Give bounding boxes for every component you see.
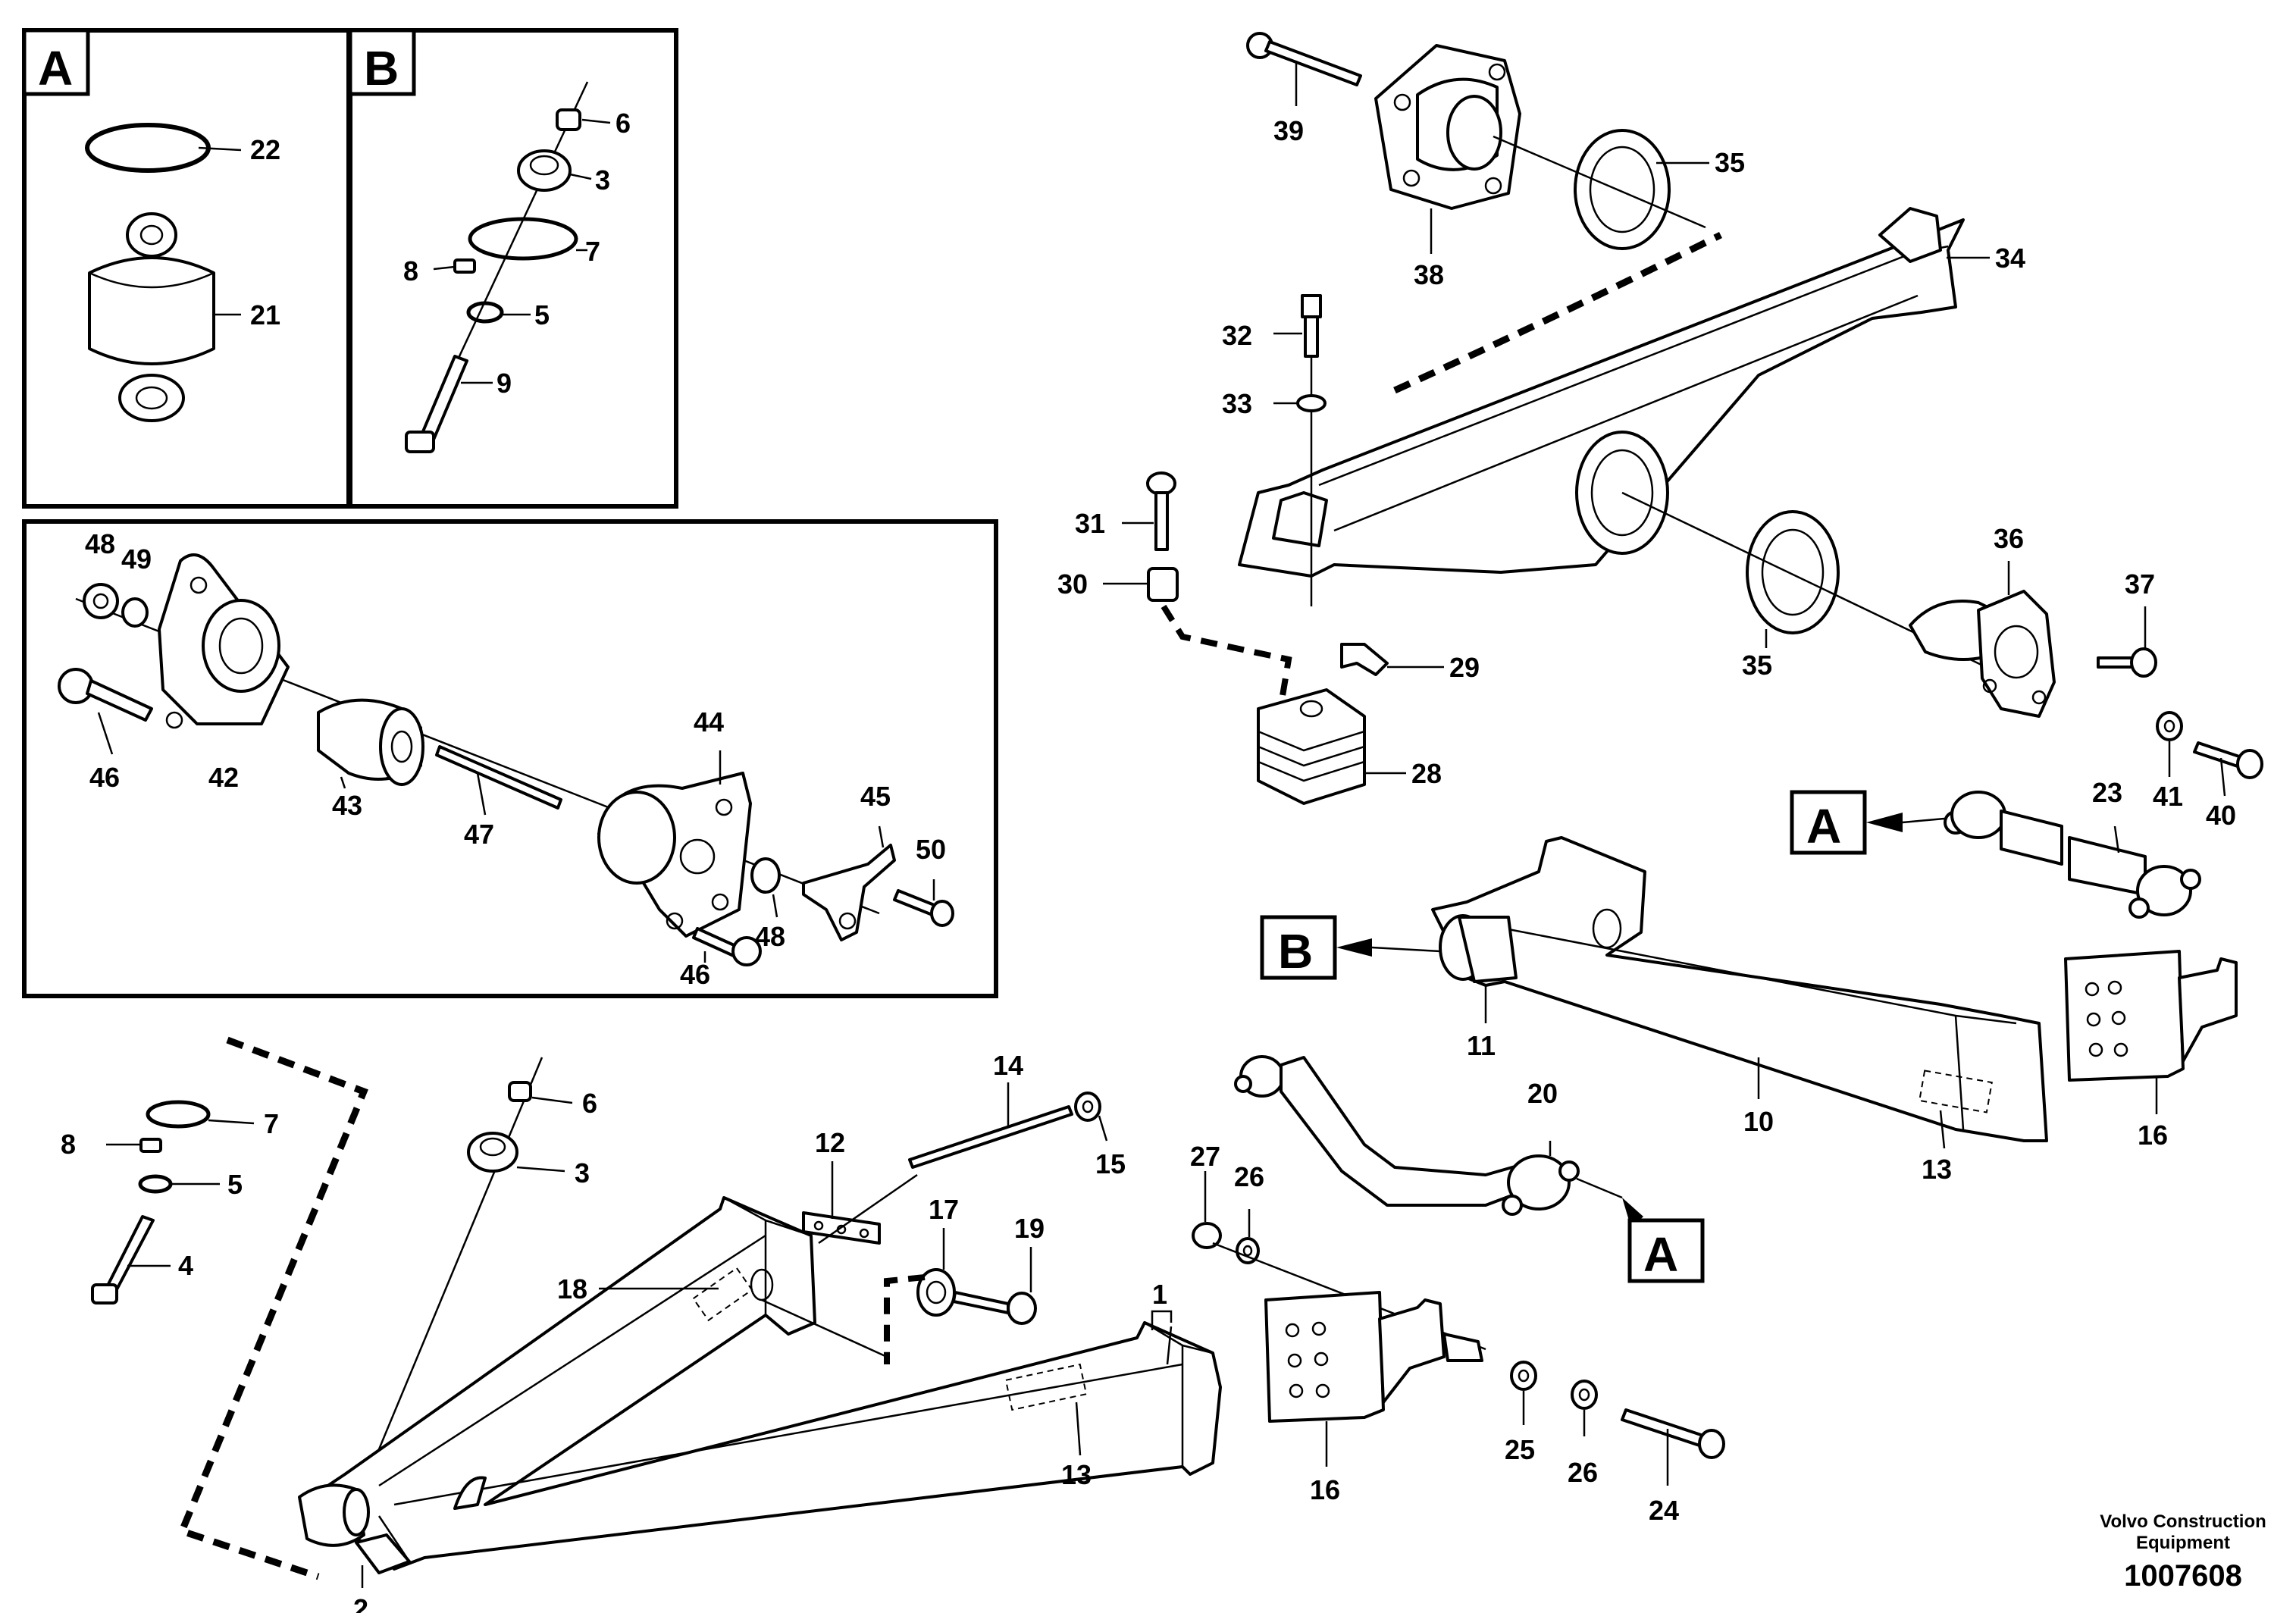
label-24: 24 bbox=[1649, 1495, 1679, 1526]
label-26-a: 26 bbox=[1234, 1161, 1264, 1192]
label-41: 41 bbox=[2153, 781, 2183, 812]
document-number: 1007608 bbox=[2124, 1559, 2242, 1593]
label-48-a: 48 bbox=[85, 528, 115, 559]
label-43: 43 bbox=[332, 790, 362, 821]
label-23: 23 bbox=[2092, 777, 2122, 808]
label-32: 32 bbox=[1222, 320, 1252, 351]
label-44: 44 bbox=[694, 706, 724, 738]
label-b-6: 6 bbox=[616, 108, 631, 139]
label-31: 31 bbox=[1075, 508, 1105, 539]
label-48-b: 48 bbox=[755, 921, 785, 952]
label-a-frame-7: 7 bbox=[264, 1108, 279, 1139]
label-35-b: 35 bbox=[1742, 650, 1772, 681]
label-19: 19 bbox=[1014, 1213, 1045, 1244]
callout-b: B bbox=[1278, 924, 1313, 979]
callout-a-top: A bbox=[1806, 799, 1841, 853]
label-13-b: 13 bbox=[1061, 1459, 1092, 1490]
inset-a-label: A bbox=[38, 41, 73, 96]
inset-mount-assembly bbox=[22, 519, 998, 998]
label-33: 33 bbox=[1222, 388, 1252, 419]
label-26-b: 26 bbox=[1568, 1457, 1598, 1488]
label-13-a: 13 bbox=[1922, 1154, 1952, 1185]
label-25: 25 bbox=[1505, 1434, 1535, 1465]
label-42: 42 bbox=[208, 762, 239, 793]
label-30: 30 bbox=[1057, 568, 1088, 600]
label-18: 18 bbox=[557, 1273, 587, 1304]
label-a-frame-3: 3 bbox=[575, 1157, 590, 1189]
label-1: 1 bbox=[1152, 1279, 1167, 1310]
label-b-3: 3 bbox=[595, 164, 610, 196]
label-29: 29 bbox=[1449, 652, 1480, 683]
label-21: 21 bbox=[250, 299, 280, 330]
label-b-9: 9 bbox=[496, 368, 512, 399]
label-b-8: 8 bbox=[403, 255, 418, 287]
label-46-b: 46 bbox=[680, 959, 710, 990]
callout-a-bottom: A bbox=[1643, 1227, 1678, 1282]
axle-beam-assembly bbox=[1103, 32, 2263, 805]
label-40: 40 bbox=[2206, 800, 2236, 831]
label-a-frame-4: 4 bbox=[178, 1250, 193, 1281]
label-37: 37 bbox=[2125, 568, 2155, 600]
label-12: 12 bbox=[815, 1127, 845, 1158]
label-50: 50 bbox=[916, 834, 946, 865]
label-15: 15 bbox=[1095, 1148, 1126, 1179]
label-b-5: 5 bbox=[534, 299, 550, 330]
inset-b-label: B bbox=[364, 41, 399, 96]
label-10: 10 bbox=[1743, 1106, 1774, 1137]
footer-credit: Volvo Construction Equipment 1007608 bbox=[2100, 1511, 2266, 1593]
label-16-b: 16 bbox=[1310, 1474, 1340, 1505]
label-28: 28 bbox=[1411, 758, 1442, 789]
label-a-frame-8: 8 bbox=[61, 1129, 76, 1160]
label-27: 27 bbox=[1190, 1141, 1220, 1172]
label-39: 39 bbox=[1273, 115, 1304, 146]
label-45: 45 bbox=[860, 781, 891, 812]
label-17: 17 bbox=[929, 1194, 959, 1225]
label-34: 34 bbox=[1995, 243, 2025, 274]
label-36: 36 bbox=[1994, 523, 2024, 554]
label-49: 49 bbox=[121, 543, 152, 575]
label-a-frame-6: 6 bbox=[582, 1088, 597, 1119]
label-35-a: 35 bbox=[1715, 147, 1745, 178]
label-2: 2 bbox=[353, 1593, 368, 1613]
inset-a: A bbox=[22, 28, 351, 509]
label-38: 38 bbox=[1414, 259, 1444, 290]
label-b-7: 7 bbox=[585, 236, 600, 267]
label-22: 22 bbox=[250, 134, 280, 165]
label-a-frame-5: 5 bbox=[227, 1169, 243, 1200]
label-46-a: 46 bbox=[89, 762, 120, 793]
a-frame-assembly bbox=[91, 1036, 1222, 1588]
label-20: 20 bbox=[1527, 1078, 1558, 1109]
label-47: 47 bbox=[464, 819, 494, 850]
reaction-rod-assembly bbox=[1192, 790, 2238, 1486]
label-14: 14 bbox=[993, 1050, 1023, 1081]
label-11: 11 bbox=[1467, 1030, 1496, 1061]
credit-line-2: Equipment bbox=[2136, 1533, 2230, 1553]
label-16-a: 16 bbox=[2138, 1120, 2168, 1151]
inset-b: B bbox=[348, 28, 678, 509]
credit-line-1: Volvo Construction bbox=[2100, 1511, 2266, 1532]
